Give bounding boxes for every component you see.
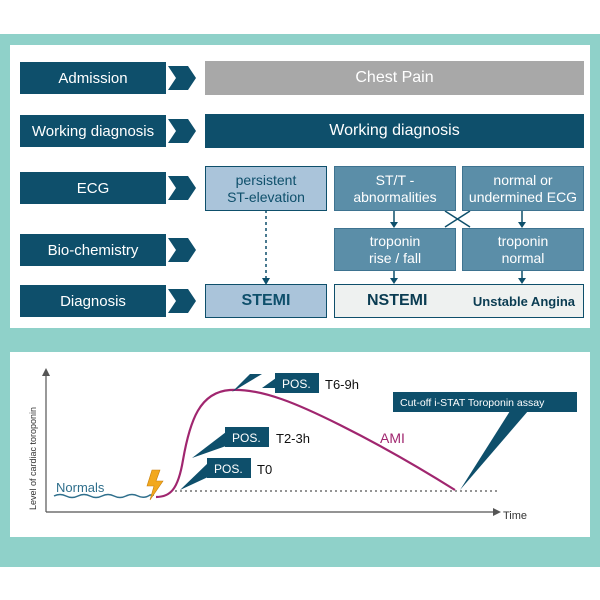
row-label-biochemistry: Bio-chemistry <box>20 234 166 266</box>
nstemi-unstable-box: NSTEMI Unstable Angina <box>334 284 584 318</box>
ami-curve <box>155 388 456 499</box>
pos-t0-badge <box>207 458 251 478</box>
persistent-st-elevation-box: persistent ST-elevation <box>205 166 327 211</box>
working-diagnosis-box: Working diagnosis <box>205 114 584 148</box>
arrow-icon <box>168 176 196 200</box>
arrow-icon <box>168 289 196 313</box>
y-axis-label: Level of cardiac toroponin <box>28 407 38 510</box>
normals-label: Normals <box>56 480 105 495</box>
t2-label: T2-3h <box>276 431 310 446</box>
pos-t0-text: POS. <box>214 462 243 476</box>
pos-t2-text: POS. <box>232 431 261 445</box>
troponin-rise-fall-box: troponin rise / fall <box>334 228 456 271</box>
st-t-abnormalities-box: ST/T - abnormalities <box>334 166 456 211</box>
row-label-admission: Admission <box>20 62 166 94</box>
arrow-icon <box>168 66 196 90</box>
arrow-icon <box>168 238 196 262</box>
normal-ecg-box: normal or undermined ECG <box>462 166 584 211</box>
row-label-ecg: ECG <box>20 172 166 204</box>
nstemi-label: NSTEMI <box>367 292 428 309</box>
flow-arrows <box>168 66 526 313</box>
cutoff-callout <box>393 392 577 412</box>
t6-label: T6-9h <box>325 377 359 392</box>
arrow-icon <box>168 119 196 143</box>
stemi-box: STEMI <box>205 284 327 318</box>
row-label-diagnosis: Diagnosis <box>20 285 166 317</box>
pos-t2-badge <box>225 427 269 447</box>
pos-t6-badge <box>275 373 319 393</box>
ami-label: AMI <box>380 430 405 446</box>
t0-label: T0 <box>257 462 272 477</box>
unstable-angina-label: Unstable Angina <box>472 293 575 309</box>
cutoff-label: Cut-off i-STAT Toroponin assay <box>400 397 545 409</box>
row-label-working-diagnosis: Working diagnosis <box>20 115 166 147</box>
chest-pain-box: Chest Pain <box>205 61 584 95</box>
lightning-icon <box>146 469 164 501</box>
x-axis-label: Time <box>503 510 527 522</box>
normals-line <box>53 493 154 499</box>
troponin-normal-box: troponin normal <box>462 228 584 271</box>
pos-t6-text: POS. <box>282 377 311 391</box>
